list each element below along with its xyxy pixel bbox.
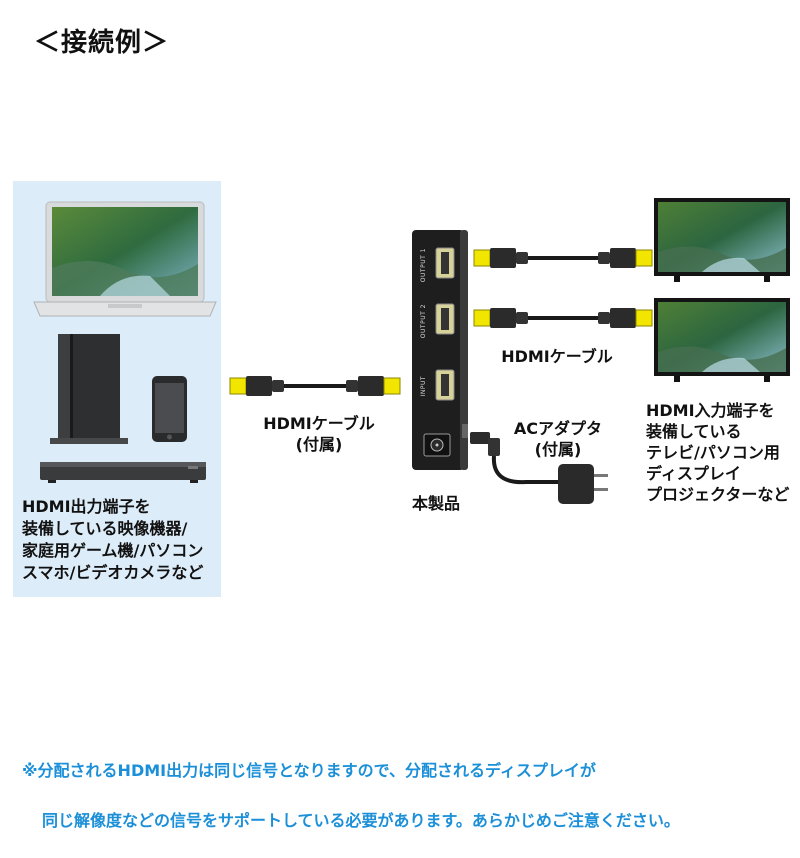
caution-note: ※分配されるHDMI出力は同じ信号となりますので、分配されるディスプレイが 同じ… xyxy=(22,733,792,858)
port-label-input: INPUT xyxy=(420,376,427,397)
smartphone-illustration xyxy=(152,376,187,442)
caution-note-line2: 同じ解像度などの信号をサポートしている必要があります。あらかじめご注意ください。 xyxy=(42,811,680,830)
caution-note-line1: ※分配されるHDMI出力は同じ信号となりますので、分配されるディスプレイが xyxy=(22,761,596,780)
display-1-illustration xyxy=(654,198,790,282)
display-2-illustration xyxy=(654,298,790,382)
source-devices-text: HDMI出力端子を 装備している映像機器/ 家庭用ゲーム機/パソコン スマホ/ビ… xyxy=(22,497,204,582)
product-device xyxy=(412,230,468,470)
hdmi-cable-right-2 xyxy=(473,308,653,328)
display-devices-text: HDMI入力端子を 装備している テレビ/パソコン用 ディスプレイ プロジェクタ… xyxy=(646,401,790,504)
port-label-output2: OUTPUT 2 xyxy=(420,304,427,339)
cable-left-label: HDMIケーブル (付属) xyxy=(263,414,375,454)
laptop-illustration xyxy=(33,201,217,317)
page-title: ＜接続例＞ xyxy=(34,28,170,58)
port-label-output1: OUTPUT 1 xyxy=(420,248,427,283)
product-label: 本製品 xyxy=(411,494,460,513)
hdmi-cable-right-1 xyxy=(473,248,653,268)
ac-adapter-illustration xyxy=(470,432,608,504)
hdmi-cable-left xyxy=(229,376,401,396)
game-console-illustration xyxy=(50,334,128,444)
adapter-label: ACアダプタ (付属) xyxy=(513,419,603,459)
cable-right-label: HDMIケーブル xyxy=(501,347,613,366)
video-recorder-illustration xyxy=(40,462,206,483)
